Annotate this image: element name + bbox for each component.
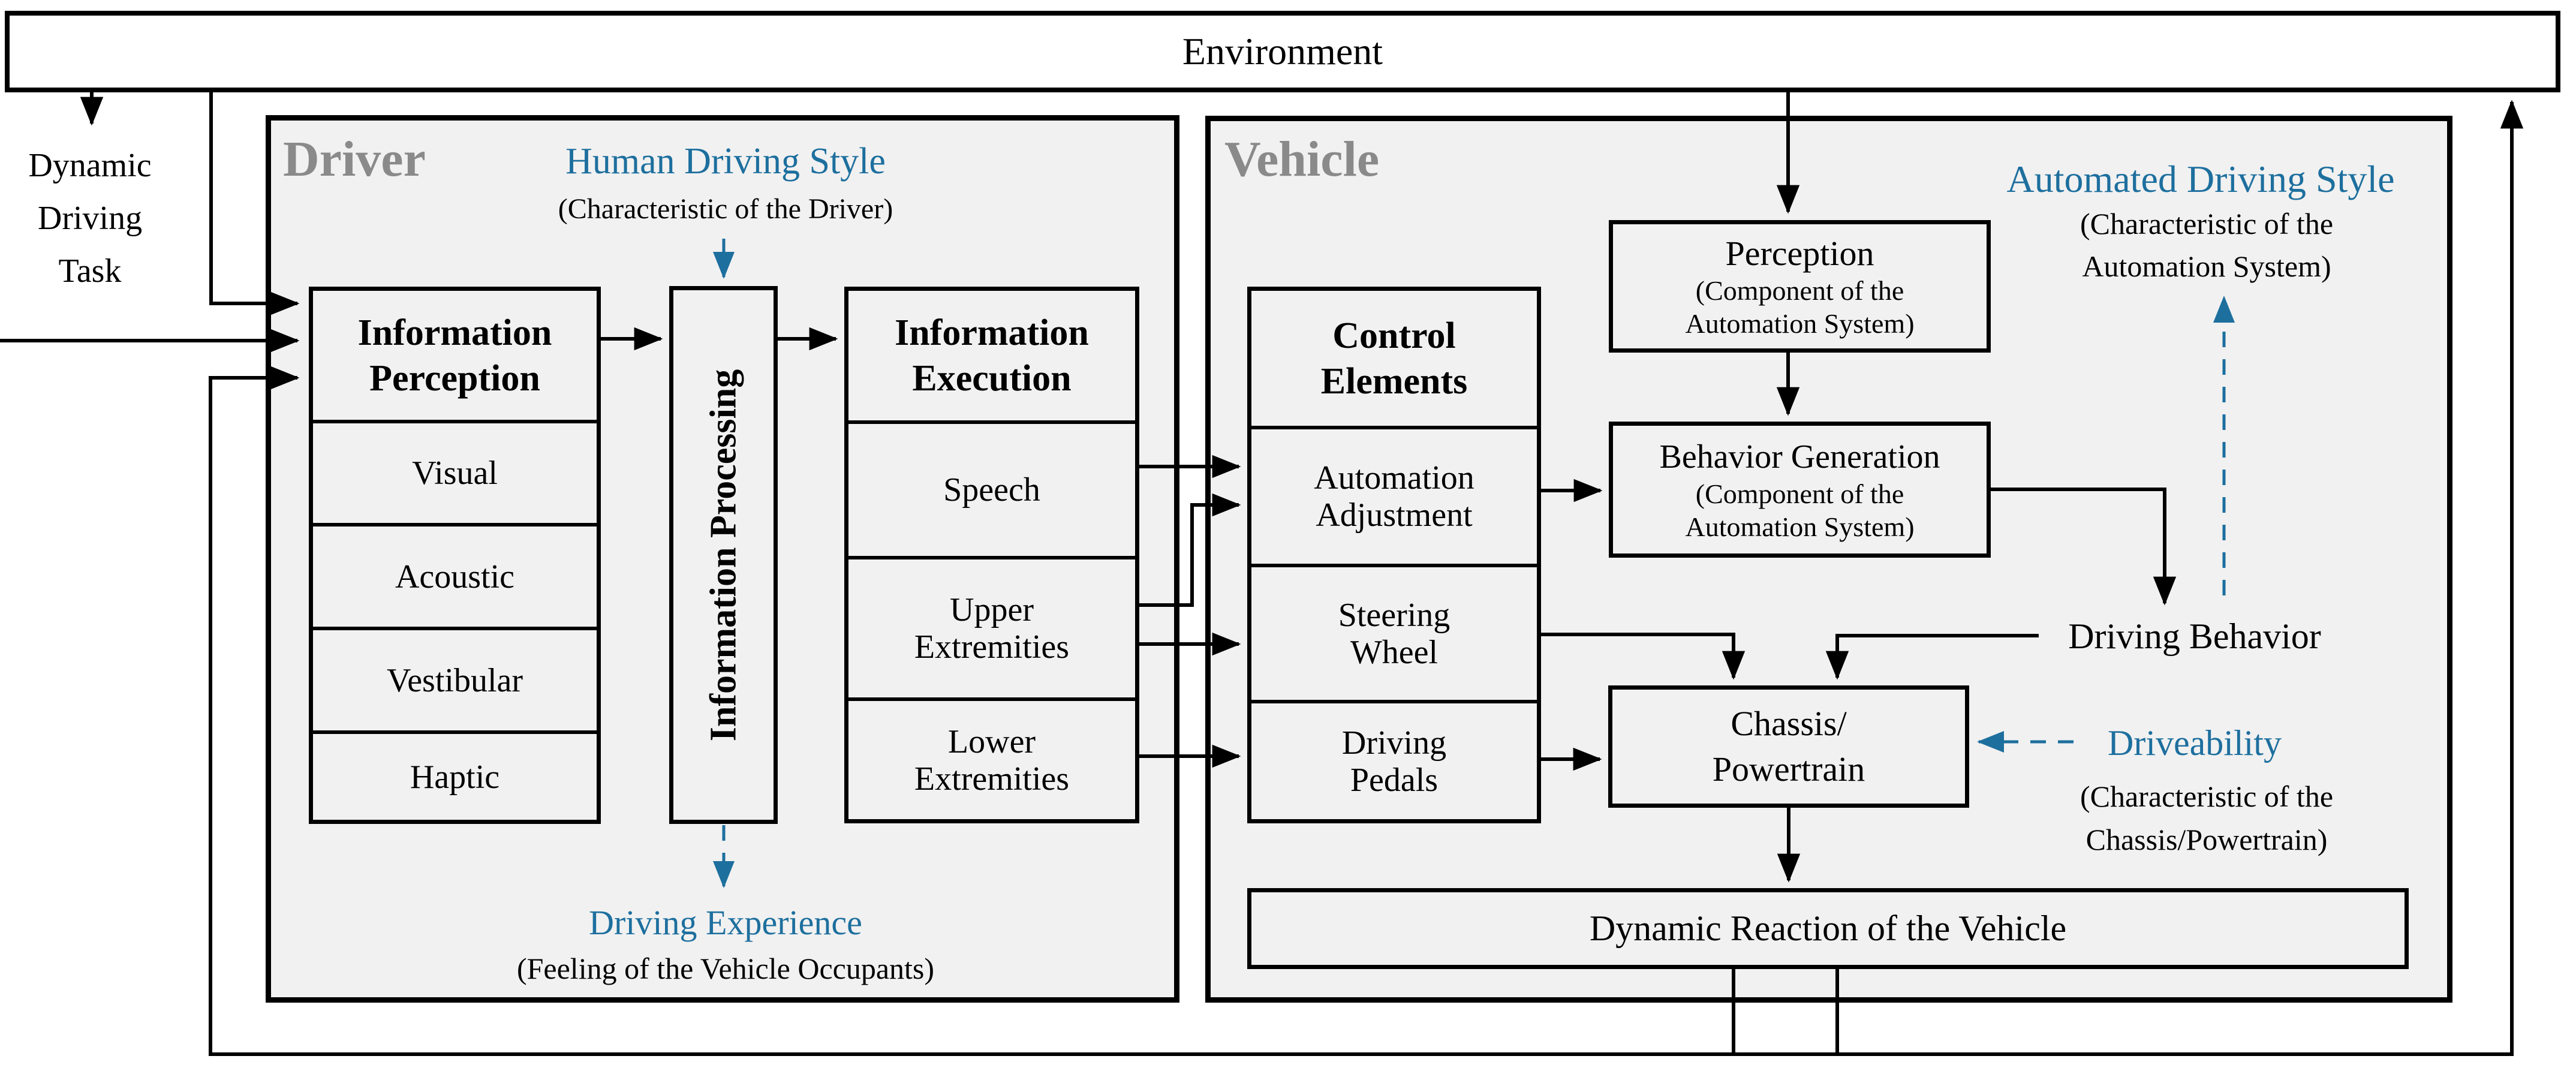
information-processing-label: Information Processing [703, 369, 744, 741]
driveability-sub-line2: Chassis/Powertrain) [2086, 823, 2328, 856]
environment-label: Environment [1182, 30, 1383, 73]
information-execution-box: Information Execution Speech Upper Extre… [844, 287, 1139, 823]
bg-sub-line2: Automation System) [1685, 511, 1915, 542]
ie-header-line2: Execution [912, 358, 1072, 399]
information-processing-box: Information Processing [669, 286, 778, 824]
ce-auto-line2: Adjustment [1316, 497, 1473, 534]
ip-row-vestibular-label: Vestibular [386, 661, 523, 699]
ip-header-line2: Perception [369, 357, 540, 399]
ads-sub-line1: (Characteristic of the [2080, 207, 2334, 240]
ce-pedal-line2: Pedals [1350, 761, 1439, 799]
ip-row-haptic-label: Haptic [410, 758, 500, 796]
chassis-powertrain-box: Chassis/ Powertrain [1608, 685, 1969, 808]
ddt-line3: Task [58, 252, 122, 290]
automated-driving-style-subtitle: (Characteristic of the Automation System… [1997, 203, 2416, 288]
driveability-title: Driveability [2108, 723, 2282, 763]
ip-row-visual-label: Visual [412, 455, 498, 492]
ce-pedal-line1: Driving [1341, 724, 1447, 762]
vehicle-panel-title: Vehicle [1224, 131, 1380, 187]
perception-sub-line1: (Component of the [1695, 275, 1904, 306]
dynamic-reaction-label: Dynamic Reaction of the Vehicle [1589, 908, 2067, 948]
ie-row-speech: Speech [848, 420, 1135, 556]
ce-steer-line2: Wheel [1350, 633, 1439, 671]
ip-row-visual: Visual [313, 420, 597, 523]
behavior-generation-title: Behavior Generation [1659, 438, 1940, 476]
driving-experience-subtitle: (Feeling of the Vehicle Occupants) [516, 952, 935, 985]
ie-lower-line2: Extremities [914, 760, 1070, 798]
driving-behavior-text: Driving Behavior [2068, 616, 2321, 656]
driving-behavior-label: Driving Behavior [2027, 615, 2363, 657]
ddt-line2: Driving [37, 200, 143, 237]
ce-auto-line1: Automation [1314, 459, 1474, 497]
dynamic-reaction-box: Dynamic Reaction of the Vehicle [1247, 888, 2409, 969]
driveability-sub-line1: (Characteristic of the [2080, 780, 2334, 813]
driving-experience-title: Driving Experience [589, 903, 862, 942]
perception-box: Perception (Component of the Automation … [1609, 220, 1991, 353]
driveability-subtitle: (Characteristic of the Chassis/Powertrai… [2033, 775, 2381, 861]
ie-row-lower-extremities: Lower Extremities [848, 697, 1135, 819]
ip-row-haptic: Haptic [313, 730, 597, 820]
ce-header-line2: Elements [1320, 360, 1468, 402]
ads-sub-line2: Automation System) [2082, 249, 2331, 283]
ip-row-acoustic: Acoustic [313, 523, 597, 627]
ce-steer-line1: Steering [1338, 596, 1450, 634]
environment-box: Environment [5, 11, 2560, 92]
ip-row-vestibular: Vestibular [313, 627, 597, 730]
ce-row-driving-pedals: Driving Pedals [1251, 700, 1537, 819]
automated-driving-style-title: Automated Driving Style [2006, 158, 2395, 200]
chassis-line2: Powertrain [1712, 750, 1865, 789]
dynamic-driving-task-label: Dynamic Driving Task [10, 139, 170, 297]
ddt-line1: Dynamic [28, 147, 152, 184]
bg-sub-line1: (Component of the [1695, 478, 1904, 509]
information-perception-box: Information Perception Visual Acoustic V… [309, 287, 601, 824]
behavior-generation-box: Behavior Generation (Component of the Au… [1609, 422, 1991, 558]
ie-header-line1: Information [895, 312, 1089, 353]
perception-title: Perception [1725, 233, 1874, 273]
ie-upper-line1: Upper [950, 591, 1034, 628]
ce-row-steering-wheel: Steering Wheel [1251, 564, 1537, 700]
ce-header-line1: Control [1332, 315, 1456, 356]
ip-row-acoustic-label: Acoustic [395, 558, 515, 595]
chassis-line1: Chassis/ [1731, 704, 1847, 743]
ce-row-automation-adjustment: Automation Adjustment [1251, 426, 1537, 564]
ie-row-speech-label: Speech [943, 471, 1040, 509]
ie-lower-line1: Lower [947, 723, 1036, 760]
ip-header-line1: Information [357, 312, 552, 353]
human-driving-style-title: Human Driving Style [565, 141, 886, 182]
human-driving-style-subtitle: (Characteristic of the Driver) [558, 193, 893, 225]
information-perception-header: Information Perception [313, 291, 597, 420]
driver-panel-title: Driver [283, 131, 426, 187]
information-execution-header: Information Execution [848, 291, 1135, 420]
control-elements-box: Control Elements Automation Adjustment S… [1247, 287, 1541, 823]
ie-upper-line2: Extremities [914, 628, 1070, 666]
ie-row-upper-extremities: Upper Extremities [848, 556, 1135, 697]
control-elements-header: Control Elements [1251, 291, 1537, 426]
perception-sub-line2: Automation System) [1685, 308, 1915, 339]
